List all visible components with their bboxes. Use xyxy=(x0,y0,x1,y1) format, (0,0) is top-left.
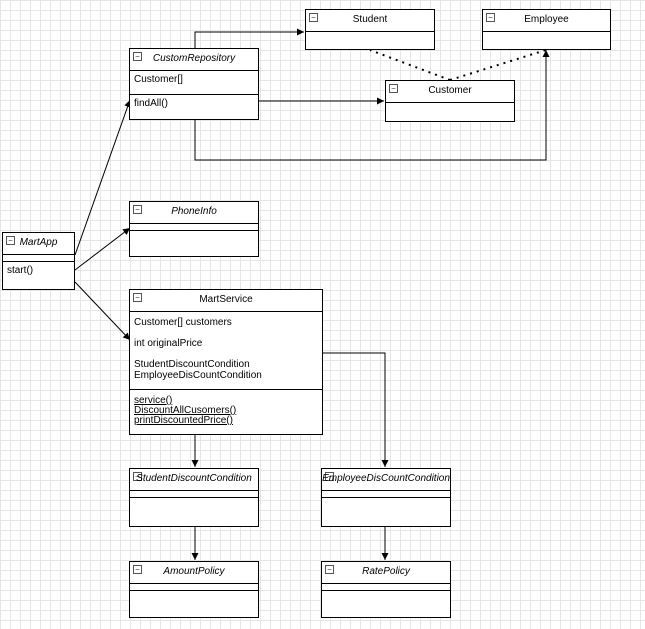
collapse-icon[interactable]: − xyxy=(486,13,495,22)
collapse-icon[interactable]: − xyxy=(133,565,142,574)
class-employee-discount-condition-header: − EmployeeDisCountCondition xyxy=(322,469,450,491)
class-amount-policy-methods xyxy=(130,591,258,597)
class-mart-app-attributes xyxy=(3,255,74,262)
class-custom-repository[interactable]: − CustomRepository Customer[] findAll() xyxy=(129,48,259,120)
collapse-icon[interactable]: − xyxy=(6,236,15,245)
class-employee-discount-condition[interactable]: − EmployeeDisCountCondition xyxy=(321,468,451,527)
class-mart-service-name: MartService xyxy=(199,294,253,305)
class-student[interactable]: − Student xyxy=(305,9,435,50)
collapse-icon[interactable]: − xyxy=(133,293,142,302)
edge-repository-to-student xyxy=(194,28,304,48)
method: start() xyxy=(7,265,34,276)
edge-martapp-to-martservice xyxy=(74,281,131,341)
class-phone-info-methods xyxy=(130,231,258,237)
attribute: StudentDiscountCondition xyxy=(134,359,250,370)
class-mart-app-name: MartApp xyxy=(19,237,58,248)
class-phone-info-attributes xyxy=(130,224,258,231)
edge-martservice-to-employeediscount xyxy=(323,352,389,467)
class-employee-header: − Employee xyxy=(483,10,610,32)
class-rate-policy-attributes xyxy=(322,584,450,591)
collapse-icon[interactable]: − xyxy=(133,205,142,214)
class-custom-repository-header: − CustomRepository xyxy=(130,49,258,71)
class-employee-discount-condition-name: EmployeeDisCountCondition xyxy=(322,473,450,484)
collapse-icon[interactable]: − xyxy=(133,472,142,481)
class-phone-info[interactable]: − PhoneInfo xyxy=(129,201,259,257)
attribute: EmployeeDisCountCondition xyxy=(134,370,262,381)
edge-customer-student-dotted xyxy=(369,49,451,81)
class-student-discount-condition-header: − StudentDiscountCondition xyxy=(130,469,258,491)
collapse-icon[interactable]: − xyxy=(389,84,398,93)
collapse-icon[interactable]: − xyxy=(325,565,334,574)
method: DiscountAllCusomers() xyxy=(134,405,237,416)
attribute: Customer[] xyxy=(134,74,183,85)
method: printDiscountedPrice() xyxy=(134,415,233,426)
class-phone-info-header: − PhoneInfo xyxy=(130,202,258,224)
collapse-icon[interactable]: − xyxy=(309,13,318,22)
class-mart-app[interactable]: − MartApp start() xyxy=(2,232,75,290)
class-custom-repository-attributes: Customer[] xyxy=(130,71,258,95)
class-amount-policy[interactable]: − AmountPolicy xyxy=(129,561,259,618)
class-mart-app-methods: start() xyxy=(3,262,74,279)
class-amount-policy-attributes xyxy=(130,584,258,591)
class-student-discount-condition-attributes xyxy=(130,491,258,498)
class-mart-service-header: − MartService xyxy=(130,290,322,312)
edge-martapp-to-phoneinfo xyxy=(74,227,131,271)
class-mart-app-header: − MartApp xyxy=(3,233,74,255)
class-employee-name: Employee xyxy=(524,14,569,25)
class-employee-discount-condition-methods xyxy=(322,498,450,504)
class-rate-policy-header: − RatePolicy xyxy=(322,562,450,584)
class-custom-repository-name: CustomRepository xyxy=(152,53,236,64)
method: service() xyxy=(134,395,173,406)
class-custom-repository-methods: findAll() xyxy=(130,95,258,112)
class-phone-info-name: PhoneInfo xyxy=(171,206,217,217)
class-mart-service-methods: service() DiscountAllCusomers() printDis… xyxy=(130,390,322,429)
class-mart-service[interactable]: − MartService Customer[] customers int o… xyxy=(129,289,323,435)
attribute: int originalPrice xyxy=(134,338,203,349)
class-mart-service-attributes: Customer[] customers int originalPrice S… xyxy=(130,312,322,390)
class-student-name: Student xyxy=(352,14,388,25)
method: findAll() xyxy=(134,98,168,109)
class-customer-name: Customer xyxy=(428,85,472,96)
edge-martapp-to-repository xyxy=(74,99,131,256)
edge-customer-employee-dotted xyxy=(449,49,547,81)
class-employee[interactable]: − Employee xyxy=(482,9,611,50)
class-customer-header: − Customer xyxy=(386,81,514,103)
class-student-discount-condition-methods xyxy=(130,498,258,504)
collapse-icon[interactable]: − xyxy=(133,52,142,61)
class-customer[interactable]: − Customer xyxy=(385,80,515,122)
class-rate-policy[interactable]: − RatePolicy xyxy=(321,561,451,618)
collapse-icon[interactable]: − xyxy=(325,472,334,481)
class-student-discount-condition-name: StudentDiscountCondition xyxy=(136,473,252,484)
attribute: Customer[] customers xyxy=(134,317,232,328)
class-amount-policy-header: − AmountPolicy xyxy=(130,562,258,584)
class-student-discount-condition[interactable]: − StudentDiscountCondition xyxy=(129,468,259,527)
class-rate-policy-name: RatePolicy xyxy=(362,566,410,577)
class-amount-policy-name: AmountPolicy xyxy=(163,566,225,577)
class-rate-policy-methods xyxy=(322,591,450,597)
class-employee-discount-condition-attributes xyxy=(322,491,450,498)
class-student-header: − Student xyxy=(306,10,434,32)
